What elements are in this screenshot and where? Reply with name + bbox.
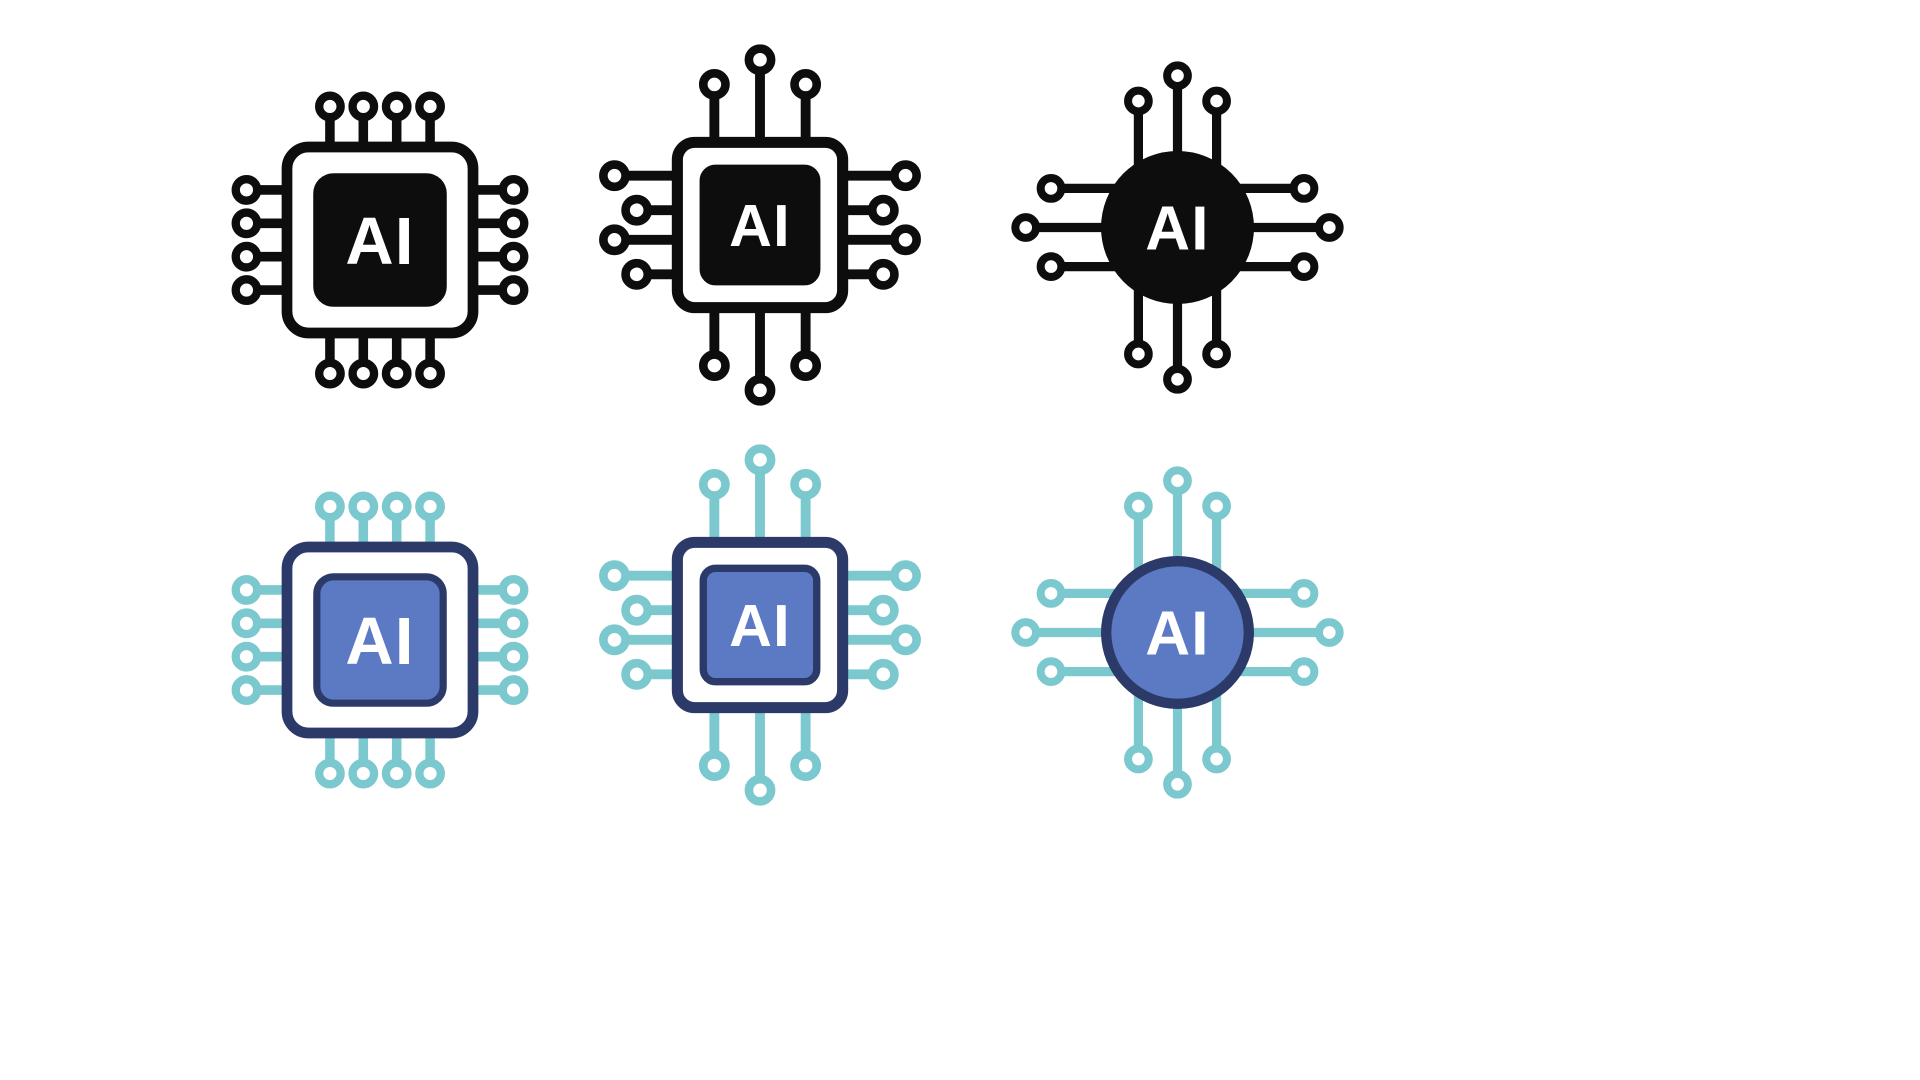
circle-chip-ai-icon-black [1005, 55, 1350, 400]
square-chip-ai-icon-blue [225, 485, 535, 795]
square-chip-circuit-ai-icon-blue [575, 440, 945, 810]
circle-chip-ai-icon-blue [1005, 460, 1350, 805]
square-chip-ai-icon-black [225, 85, 535, 395]
square-chip-circuit-ai-icon-black [575, 40, 945, 410]
